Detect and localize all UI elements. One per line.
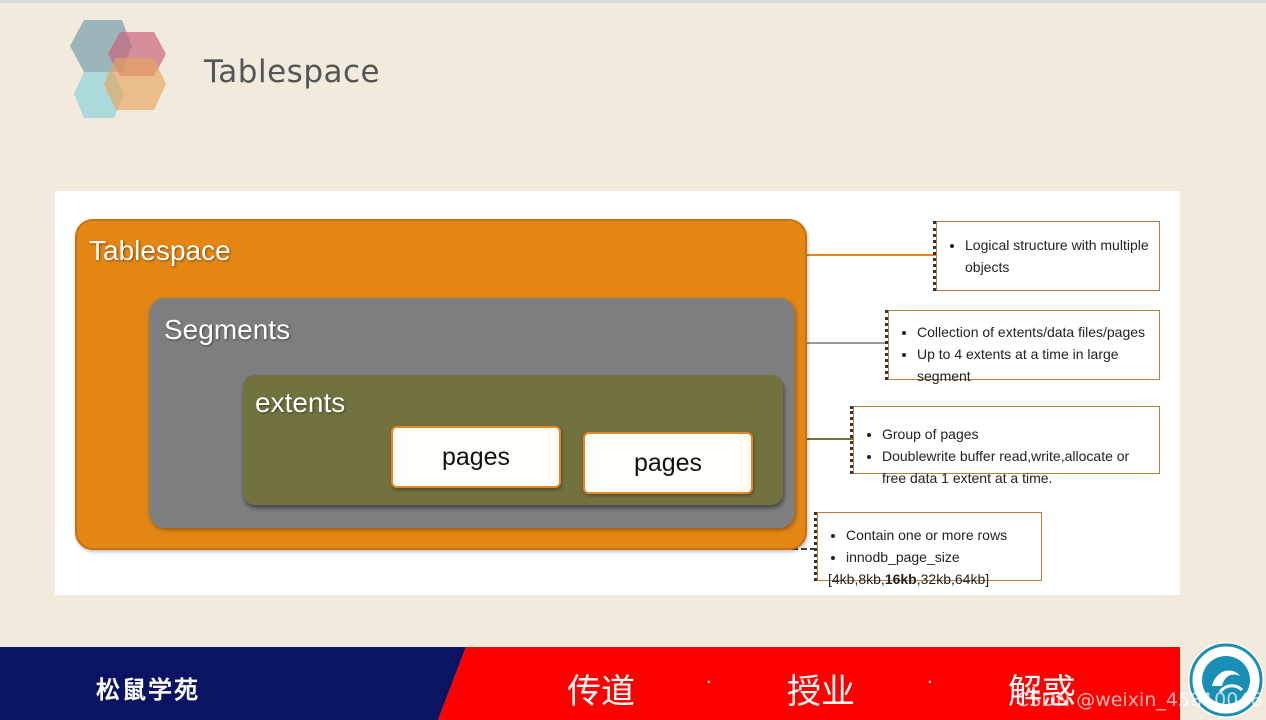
- note-extents-item-1: Group of pages: [882, 423, 1153, 445]
- connector-segments: [795, 342, 889, 344]
- connector-tablespace: [803, 254, 937, 256]
- note-segments: Collection of extents/data files/pages U…: [885, 310, 1160, 384]
- page-box-2: pages: [583, 432, 753, 494]
- note-tablespace: Logical structure with multiple objects: [933, 221, 1160, 291]
- tablespace-label: Tablespace: [89, 235, 231, 266]
- note-extents: Group of pages Doublewrite buffer read,w…: [850, 406, 1160, 486]
- footer-motto-2: 授业: [787, 672, 855, 712]
- footer-separator-2: ·: [927, 672, 933, 693]
- page-size-default: 16kb: [884, 571, 917, 587]
- note-extents-item-2: Doublewrite buffer read,write,allocate o…: [882, 445, 1153, 489]
- footer-brand: 松鼠学苑: [96, 675, 200, 704]
- footer-motto-1: 传道: [567, 672, 635, 712]
- note-tablespace-item-1: Logical structure with multiple objects: [965, 234, 1153, 278]
- footer-motto-3: 解惑: [1008, 672, 1076, 712]
- segments-box: Segments extents pages pages: [149, 298, 795, 528]
- csdn-watermark: CSDN @weixin_45810046: [1016, 689, 1263, 711]
- note-pages: Contain one or more rows innodb_page_siz…: [814, 512, 1042, 587]
- footer-banner: [0, 647, 1266, 720]
- footer-separator-1: ·: [706, 672, 712, 693]
- page-size-suffix: ,32kb,64kb]: [916, 571, 990, 587]
- page-size-prefix: [4kb,8kb,: [828, 571, 885, 587]
- tablespace-box: Tablespace Segments extents pages pages: [75, 219, 807, 550]
- note-segments-item-1: Collection of extents/data files/pages: [917, 321, 1153, 343]
- hexagon-logo-icon: [70, 20, 166, 118]
- extents-label: extents: [255, 387, 346, 418]
- page-size-options: [4kb,8kb,16kb,32kb,64kb]: [828, 568, 1035, 590]
- diagram-panel: Tablespace Segments extents pages pages …: [55, 191, 1180, 595]
- note-segments-item-2: Up to 4 extents at a time in large segme…: [917, 343, 1153, 387]
- top-border: [0, 0, 1266, 3]
- slide-title: Tablespace: [204, 54, 381, 90]
- segments-label: Segments: [164, 314, 291, 345]
- note-pages-item-1: Contain one or more rows: [846, 524, 1035, 546]
- page-box-1: pages: [391, 426, 561, 488]
- note-pages-item-2: innodb_page_size: [846, 546, 1035, 568]
- extents-box: extents pages pages: [243, 375, 783, 505]
- school-emblem-icon: [1188, 642, 1264, 718]
